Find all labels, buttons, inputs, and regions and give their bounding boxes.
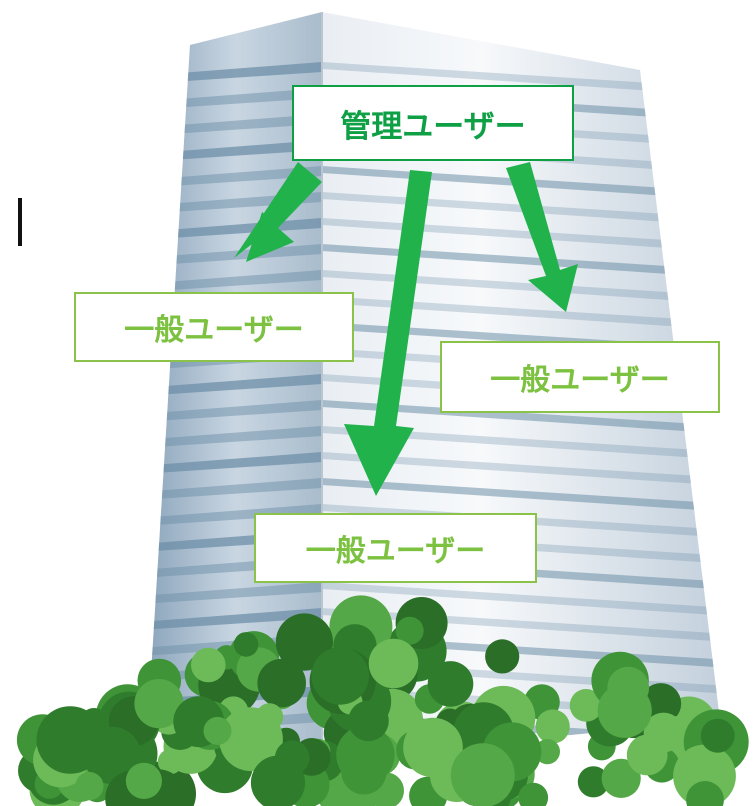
- arrow-to-right-user: [506, 162, 578, 312]
- arrow-to-left-user: [234, 162, 322, 262]
- cropped-edge-mark: [18, 198, 22, 246]
- arrow-to-bottom-user: [344, 170, 432, 496]
- foliage-shrubbery: [16, 595, 749, 806]
- general-user-box-left: 一般ユーザー: [74, 292, 354, 362]
- general-user-label: 一般ユーザー: [490, 363, 670, 398]
- admin-user-label: 管理ユーザー: [340, 108, 526, 145]
- general-user-label: 一般ユーザー: [305, 534, 486, 569]
- general-user-box-bottom: 一般ユーザー: [254, 513, 537, 583]
- general-user-label: 一般ユーザー: [124, 313, 304, 348]
- general-user-box-right: 一般ユーザー: [440, 341, 720, 413]
- admin-user-box: 管理ユーザー: [292, 85, 574, 161]
